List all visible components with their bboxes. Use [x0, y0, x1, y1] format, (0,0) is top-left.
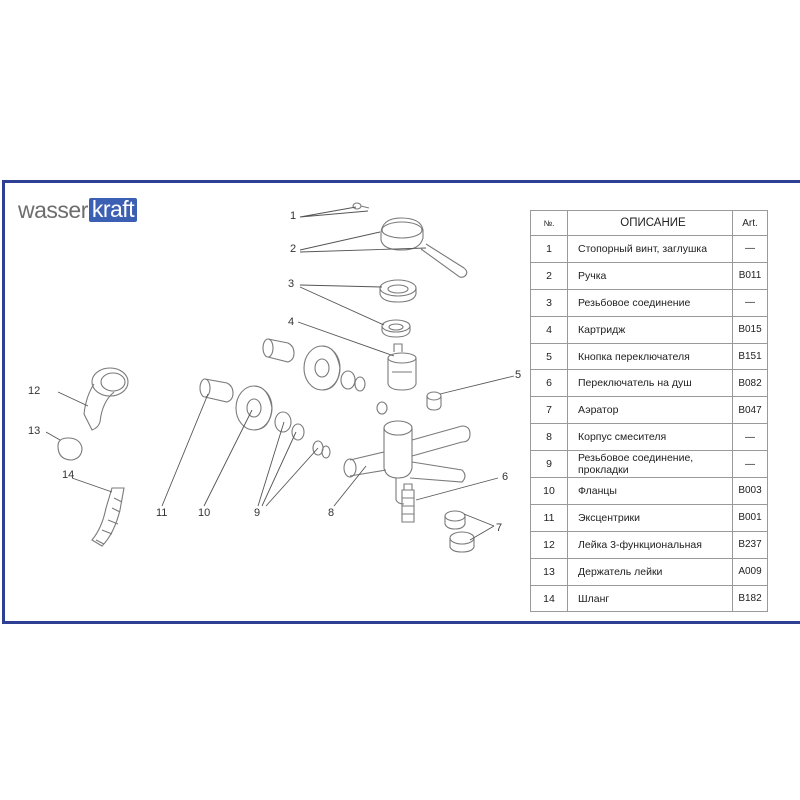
callout-7: 7 [496, 522, 502, 534]
callout-14: 14 [62, 469, 74, 481]
row-description: Кнопка переключателя [567, 342, 733, 371]
logo-text-kraft: kraft [88, 198, 138, 222]
row-article: B047 [732, 396, 768, 425]
part-eccentrics [199, 338, 295, 403]
row-description: Эксцентрики [567, 503, 733, 532]
row-number: 3 [530, 288, 568, 317]
row-article: B151 [732, 342, 768, 371]
part-switch-button [426, 391, 442, 411]
table-header-row: №. ОПИСАНИЕ Art. [530, 210, 768, 236]
part-shower-holder [57, 437, 83, 461]
row-number: 9 [530, 450, 568, 479]
callout-3: 3 [288, 278, 294, 290]
row-article: B182 [732, 584, 768, 613]
callout-1: 1 [290, 210, 296, 222]
row-article: — [732, 423, 768, 452]
part-set-screw [352, 202, 370, 210]
row-article: B001 [732, 503, 768, 532]
row-article: A009 [732, 557, 768, 586]
row-description: Ручка [567, 261, 733, 290]
row-description: Лейка 3-функциональная [567, 530, 733, 559]
part-cartridge [387, 343, 417, 391]
part-hose [91, 487, 125, 547]
callout-8: 8 [328, 507, 334, 519]
part-aerator [444, 510, 475, 553]
row-article: — [732, 288, 768, 317]
row-article: — [732, 235, 768, 263]
part-threaded-connector [379, 279, 417, 338]
row-number: 6 [530, 369, 568, 398]
row-description: Переключатель на душ [567, 369, 733, 398]
callout-11: 11 [156, 507, 167, 519]
row-number: 2 [530, 261, 568, 290]
callout-4: 4 [288, 316, 294, 328]
row-description: Корпус смесителя [567, 423, 733, 452]
callout-10: 10 [198, 507, 210, 519]
row-article: B003 [732, 477, 768, 505]
row-description: Шланг [567, 584, 733, 613]
row-number: 7 [530, 396, 568, 425]
row-number: 11 [530, 503, 568, 532]
row-article: B082 [732, 369, 768, 398]
row-number: 8 [530, 423, 568, 452]
row-number: 14 [530, 584, 568, 613]
row-description: Картридж [567, 315, 733, 344]
row-article: B015 [732, 315, 768, 344]
part-seals [274, 370, 388, 459]
column-header-description: ОПИСАНИЕ [567, 210, 733, 236]
column-header-no: №. [530, 210, 568, 236]
part-hand-shower [83, 367, 129, 431]
row-number: 10 [530, 477, 568, 505]
callout-12: 12 [28, 385, 40, 397]
callout-6: 6 [502, 471, 508, 483]
callout-labels: 1 2 3 4 5 6 7 8 9 10 11 12 13 14 [28, 210, 521, 534]
row-article: B237 [732, 530, 768, 559]
callout-9: 9 [254, 507, 260, 519]
row-article: B011 [732, 261, 768, 290]
part-flanges [235, 345, 341, 431]
row-description: Стопорный винт, заглушка [567, 235, 733, 263]
row-number: 4 [530, 315, 568, 344]
row-article: — [732, 450, 768, 479]
callout-2: 2 [290, 243, 296, 255]
row-description: Фланцы [567, 477, 733, 505]
row-number: 12 [530, 530, 568, 559]
row-description: Резьбовое соединение [567, 288, 733, 317]
callout-13: 13 [28, 425, 40, 437]
row-description: Держатель лейки [567, 557, 733, 586]
part-handle [380, 217, 468, 278]
row-description: Аэратор [567, 396, 733, 425]
row-description: Резьбовое соединение, прокладки [567, 450, 733, 479]
callout-5: 5 [515, 369, 521, 381]
part-mixer-body [343, 420, 471, 505]
row-number: 1 [530, 235, 568, 263]
column-header-art: Art. [732, 210, 768, 236]
logo-text-wasser: wasser [18, 196, 88, 223]
row-number: 13 [530, 557, 568, 586]
part-shower-diverter [401, 483, 415, 523]
row-number: 5 [530, 342, 568, 371]
